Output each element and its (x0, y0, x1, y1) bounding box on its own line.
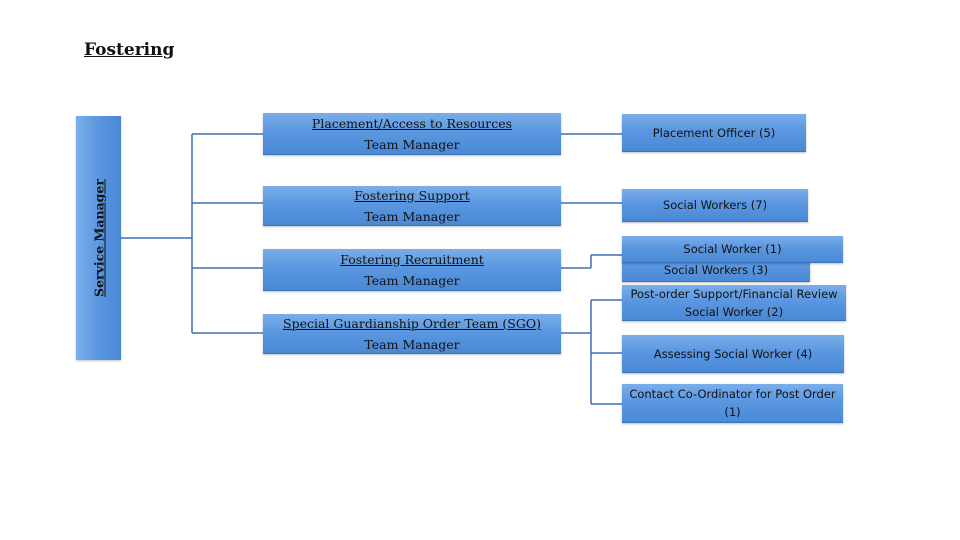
team-role: Team Manager (364, 208, 460, 224)
staff-label: Assessing Social Worker (4) (653, 346, 813, 361)
staff-label-line1: Post-order Support/Financial Review (630, 286, 838, 301)
staff-label: Social Workers (7) (662, 198, 768, 212)
service-manager-label: Service Manager (91, 179, 106, 297)
staff-social-workers-support: Social Workers (7) (622, 189, 808, 222)
staff-assessing-social-worker: Assessing Social Worker (4) (622, 335, 844, 373)
staff-label: Contact Co-Ordinator for Post Order (1) (629, 387, 836, 419)
team-fostering-recruitment-box: Fostering Recruitment Team Manager (263, 249, 561, 291)
service-manager-box: Service Manager (76, 116, 121, 360)
team-name: Fostering Recruitment (340, 251, 484, 267)
team-name: Special Guardianship Order Team (SGO) (283, 315, 541, 331)
team-role: Team Manager (364, 136, 460, 152)
staff-post-order-support: Post-order Support/Financial Review Soci… (622, 285, 846, 321)
team-placement-box: Placement/Access to Resources Team Manag… (263, 113, 561, 155)
staff-label: Placement Officer (5) (652, 125, 776, 140)
staff-placement-officer: Placement Officer (5) (622, 114, 806, 152)
staff-social-worker-recruitment: Social Worker (1) (622, 236, 843, 263)
team-name: Placement/Access to Resources (311, 115, 513, 131)
team-fostering-support-box: Fostering Support Team Manager (263, 186, 561, 226)
team-role: Team Manager (364, 336, 460, 352)
page-title: Fostering (84, 40, 175, 60)
team-name: Fostering Support (354, 187, 470, 203)
staff-label-line2: Social Worker (2) (684, 304, 784, 319)
staff-label: Social Workers (3) (663, 263, 769, 277)
team-role: Team Manager (364, 272, 460, 288)
staff-label: Social Worker (1) (683, 242, 782, 256)
staff-contact-coordinator: Contact Co-Ordinator for Post Order (1) (622, 384, 843, 423)
team-sgo-box: Special Guardianship Order Team (SGO) Te… (263, 314, 561, 354)
